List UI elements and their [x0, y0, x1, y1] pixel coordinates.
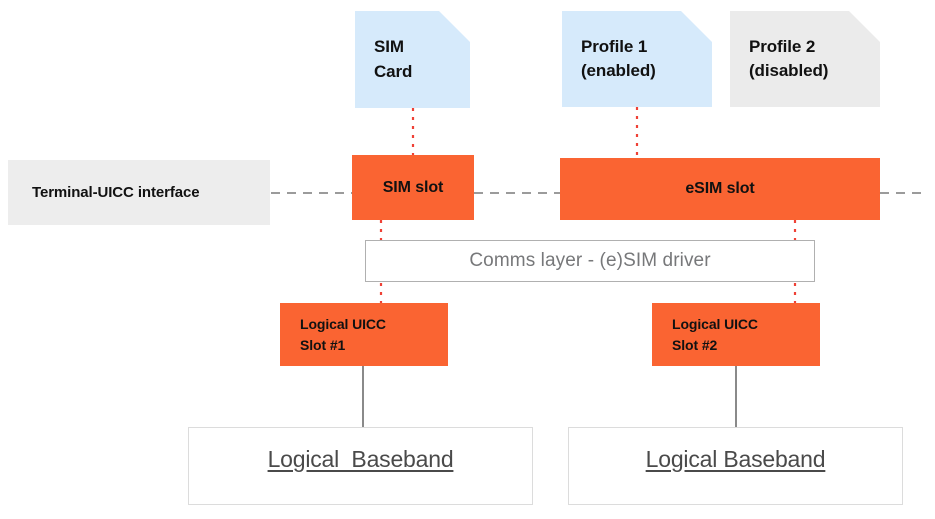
sim-card-shape: SIM Card	[355, 11, 470, 108]
terminal-uicc-interface-label: Terminal-UICC interface	[32, 184, 200, 201]
logical-baseband-1-label: Logical Baseband	[267, 446, 454, 472]
profile-1-shape: Profile 1 (enabled)	[562, 11, 712, 107]
logical-uicc-slot-1-label: Logical UICC Slot #1	[300, 316, 386, 353]
terminal-uicc-interface-box: Terminal-UICC interface	[8, 160, 270, 225]
sim-slot-box: SIM slot	[352, 155, 474, 220]
profile-2-shape: Profile 2 (disabled)	[730, 11, 880, 107]
logical-baseband-2-label: Logical Baseband	[645, 446, 826, 472]
esim-slot-label: eSIM slot	[685, 180, 755, 197]
profile-1-label: Profile 1 (enabled)	[581, 36, 656, 80]
profile-2-label: Profile 2 (disabled)	[749, 36, 829, 80]
logical-uicc-slot-2-label: Logical UICC Slot #2	[672, 316, 758, 353]
comms-layer-label: Comms layer - (e)SIM driver	[469, 250, 711, 271]
logical-uicc-slot-1-box: Logical UICC Slot #1	[280, 303, 448, 366]
sim-slot-label: SIM slot	[382, 178, 444, 196]
logical-baseband-2-box: Logical Baseband	[568, 427, 903, 505]
logical-uicc-slot-2-box: Logical UICC Slot #2	[652, 303, 820, 366]
comms-layer-box: Comms layer - (e)SIM driver	[365, 240, 815, 282]
sim-card-label: SIM Card	[374, 37, 413, 81]
logical-baseband-1-box: Logical Baseband	[188, 427, 533, 505]
esim-slot-box: eSIM slot	[560, 158, 880, 220]
